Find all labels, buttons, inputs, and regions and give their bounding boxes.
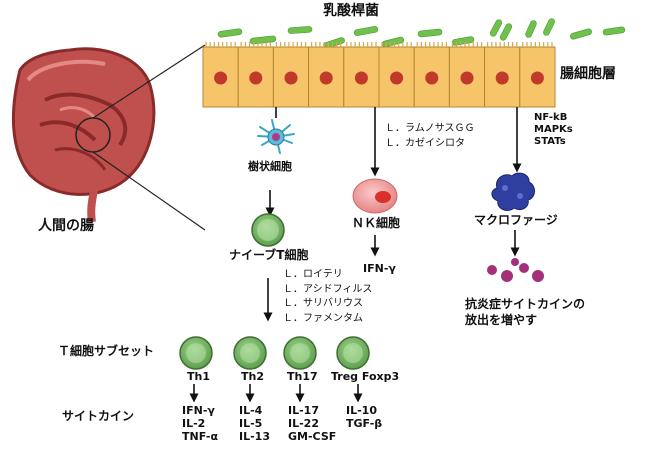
th1-cytokine: IL-2	[182, 417, 206, 431]
anti-inflammatory-line-1: 抗炎症サイトカインの	[465, 297, 586, 311]
t-cell-subsets	[179, 336, 370, 370]
nk-cell	[352, 178, 398, 214]
bacterium	[543, 18, 555, 36]
t-strain-list: Ｌ．ロイテリ Ｌ．アシドフィルス Ｌ．サリバリウス Ｌ．ファメンタム	[283, 268, 372, 326]
th17-cytokine: IL-22	[288, 417, 319, 431]
bacterium	[602, 26, 626, 36]
th1-cytokine-list: IFN-γ IL-2 TNF-α	[182, 404, 218, 444]
macrophage-cell	[491, 172, 535, 211]
bacterium	[570, 28, 592, 40]
signal-stats: STATs	[534, 136, 566, 147]
th17-cytokine: IL-17	[288, 404, 319, 417]
strain-casei: Ｌ．カゼイシロタ	[385, 138, 465, 149]
epithelium-label: 腸細胞層	[560, 66, 616, 82]
strain-fermentum: Ｌ．ファメンタム	[283, 312, 363, 324]
cell-nucleus	[425, 71, 439, 85]
th2-cytokine: IL-4	[239, 404, 263, 417]
lactobacillus-label: 乳酸桿菌	[323, 3, 379, 19]
subset-th2-name: Th2	[241, 370, 264, 383]
bacterium	[417, 28, 443, 38]
bacterium	[381, 36, 405, 48]
signal-nfkb: NF-kB	[534, 112, 568, 123]
th1-cytokine: TNF-α	[182, 430, 219, 444]
cytokine-dots	[487, 258, 544, 282]
cell-nucleus	[319, 71, 333, 85]
anti-inflammatory-line-2: 放出を増やす	[465, 313, 538, 328]
cell-nucleus	[214, 71, 228, 85]
nk-cell-label: ＮＫ細胞	[352, 216, 401, 230]
flow-arrows	[189, 107, 522, 403]
dendritic-cell-label: 樹状細胞	[248, 160, 292, 173]
subset-treg-name: Treg Foxp3	[331, 370, 400, 383]
th1-cytokine: IFN-γ	[182, 404, 215, 417]
cell-nucleus	[249, 71, 263, 85]
th17-cytokine: GM-CSF	[288, 430, 337, 444]
cell-nucleus	[460, 71, 474, 85]
nk-strain-list: Ｌ．ラムノサスＧＧ Ｌ．カゼイシロタ	[385, 121, 475, 151]
th2-cytokine: IL-5	[239, 417, 263, 431]
th17-cytokine-list: IL-17 IL-22 GM-CSF	[288, 404, 336, 444]
cell-nucleus	[390, 71, 404, 85]
strain-rhamnosus: Ｌ．ラムノサスＧＧ	[385, 123, 475, 134]
subset-th1-name: Th1	[187, 370, 210, 383]
strain-reuteri: Ｌ．ロイテリ	[283, 269, 343, 280]
bacterium	[249, 35, 277, 45]
nk-ifn-label: IFN-γ	[363, 262, 396, 275]
intestinal-epithelium	[202, 42, 556, 108]
bacterium	[353, 26, 379, 36]
signal-mapks: MAPKs	[534, 124, 573, 135]
macrophage-label: マクロファージ	[474, 213, 558, 227]
treg-cytokine: IL-10	[346, 404, 377, 417]
cell-nucleus	[530, 71, 544, 85]
treg-cytokine-list: IL-10 TGF-β	[346, 404, 382, 430]
bacterium	[499, 23, 513, 41]
bacterium	[489, 19, 503, 37]
epithelial-cell	[343, 46, 380, 108]
cell-nucleus	[354, 71, 368, 85]
intestine-illustration	[12, 44, 206, 231]
cytokines-label: サイトカイン	[62, 409, 135, 423]
bacterium	[525, 20, 537, 38]
th2-cytokine: IL-13	[239, 430, 270, 444]
cell-nucleus	[284, 71, 298, 85]
treg-cytokine: TGF-β	[346, 417, 383, 431]
subset-th17-name: Th17	[287, 370, 318, 383]
signaling-list: NF-kB MAPKs STATs	[534, 112, 573, 148]
naive-t-cell	[251, 213, 285, 247]
naive-t-cell-label: ナイーブT細胞	[229, 248, 309, 262]
bacterium	[451, 36, 475, 46]
t-subsets-label: Ｔ細胞サブセット	[58, 344, 155, 358]
dendritic-cell	[257, 119, 295, 154]
bacterium	[287, 26, 313, 34]
strain-salivarius: Ｌ．サリバリウス	[283, 298, 363, 309]
th2-cytokine-list: IL-4 IL-5 IL-13	[239, 404, 270, 444]
strain-acidophilus: Ｌ．アシドフィルス	[283, 283, 373, 295]
bacterium	[217, 28, 243, 38]
anti-inflammatory-label: 抗炎症サイトカインの 放出を増やす	[465, 296, 585, 328]
cell-nucleus	[495, 71, 509, 85]
human-gut-label: 人間の腸	[38, 218, 94, 234]
